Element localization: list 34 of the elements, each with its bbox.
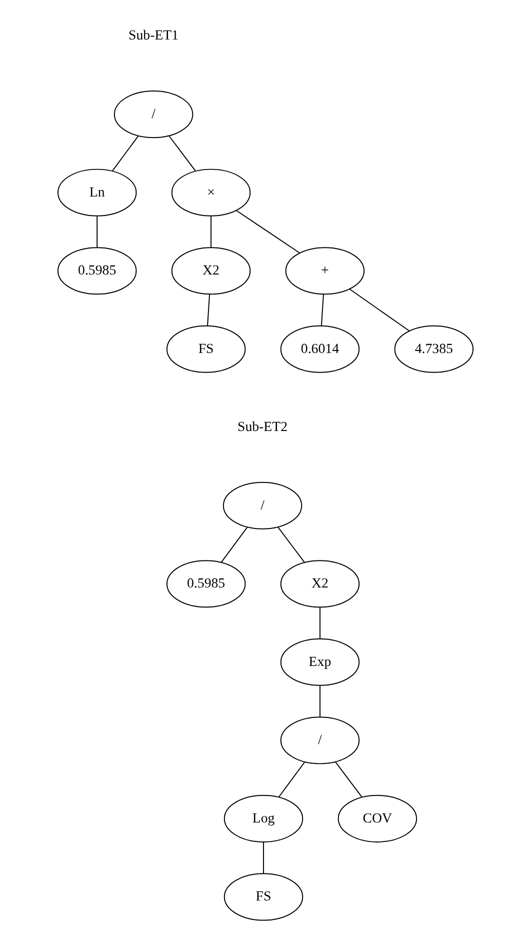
node-ellipse: 0.5985 bbox=[56, 247, 136, 295]
node-ellipse: FS bbox=[223, 873, 303, 921]
connector bbox=[348, 288, 410, 332]
node-ellipse: / bbox=[113, 90, 193, 138]
node-ellipse: Log bbox=[223, 794, 303, 842]
node-ellipse: / bbox=[222, 482, 302, 530]
connector bbox=[319, 606, 320, 640]
node-ellipse: X2 bbox=[280, 560, 360, 608]
connector bbox=[262, 842, 264, 874]
connector bbox=[210, 216, 211, 248]
node-ellipse: 0.6014 bbox=[280, 325, 360, 373]
connector bbox=[320, 294, 324, 326]
node-ellipse: FS bbox=[166, 325, 246, 373]
connector bbox=[278, 762, 305, 798]
connector bbox=[220, 526, 248, 563]
connector bbox=[319, 685, 320, 718]
connector bbox=[235, 210, 300, 254]
label: Sub-ET2 bbox=[237, 419, 288, 434]
connector bbox=[276, 526, 305, 563]
node-ellipse: × bbox=[170, 168, 250, 216]
connector bbox=[334, 761, 362, 798]
node-ellipse: + bbox=[284, 247, 364, 295]
label: Sub-ET1 bbox=[128, 28, 178, 43]
connector bbox=[96, 216, 98, 248]
node-ellipse: 0.5985 bbox=[166, 560, 246, 608]
connector bbox=[111, 136, 138, 172]
connector bbox=[206, 294, 210, 326]
connector bbox=[168, 135, 196, 172]
node-ellipse: Ln bbox=[56, 168, 136, 216]
node-ellipse: X2 bbox=[170, 247, 250, 295]
node-ellipse: 4.7385 bbox=[394, 325, 474, 373]
node-ellipse: COV bbox=[337, 794, 417, 842]
node-ellipse: / bbox=[280, 716, 360, 764]
node-ellipse: Exp bbox=[280, 638, 360, 686]
